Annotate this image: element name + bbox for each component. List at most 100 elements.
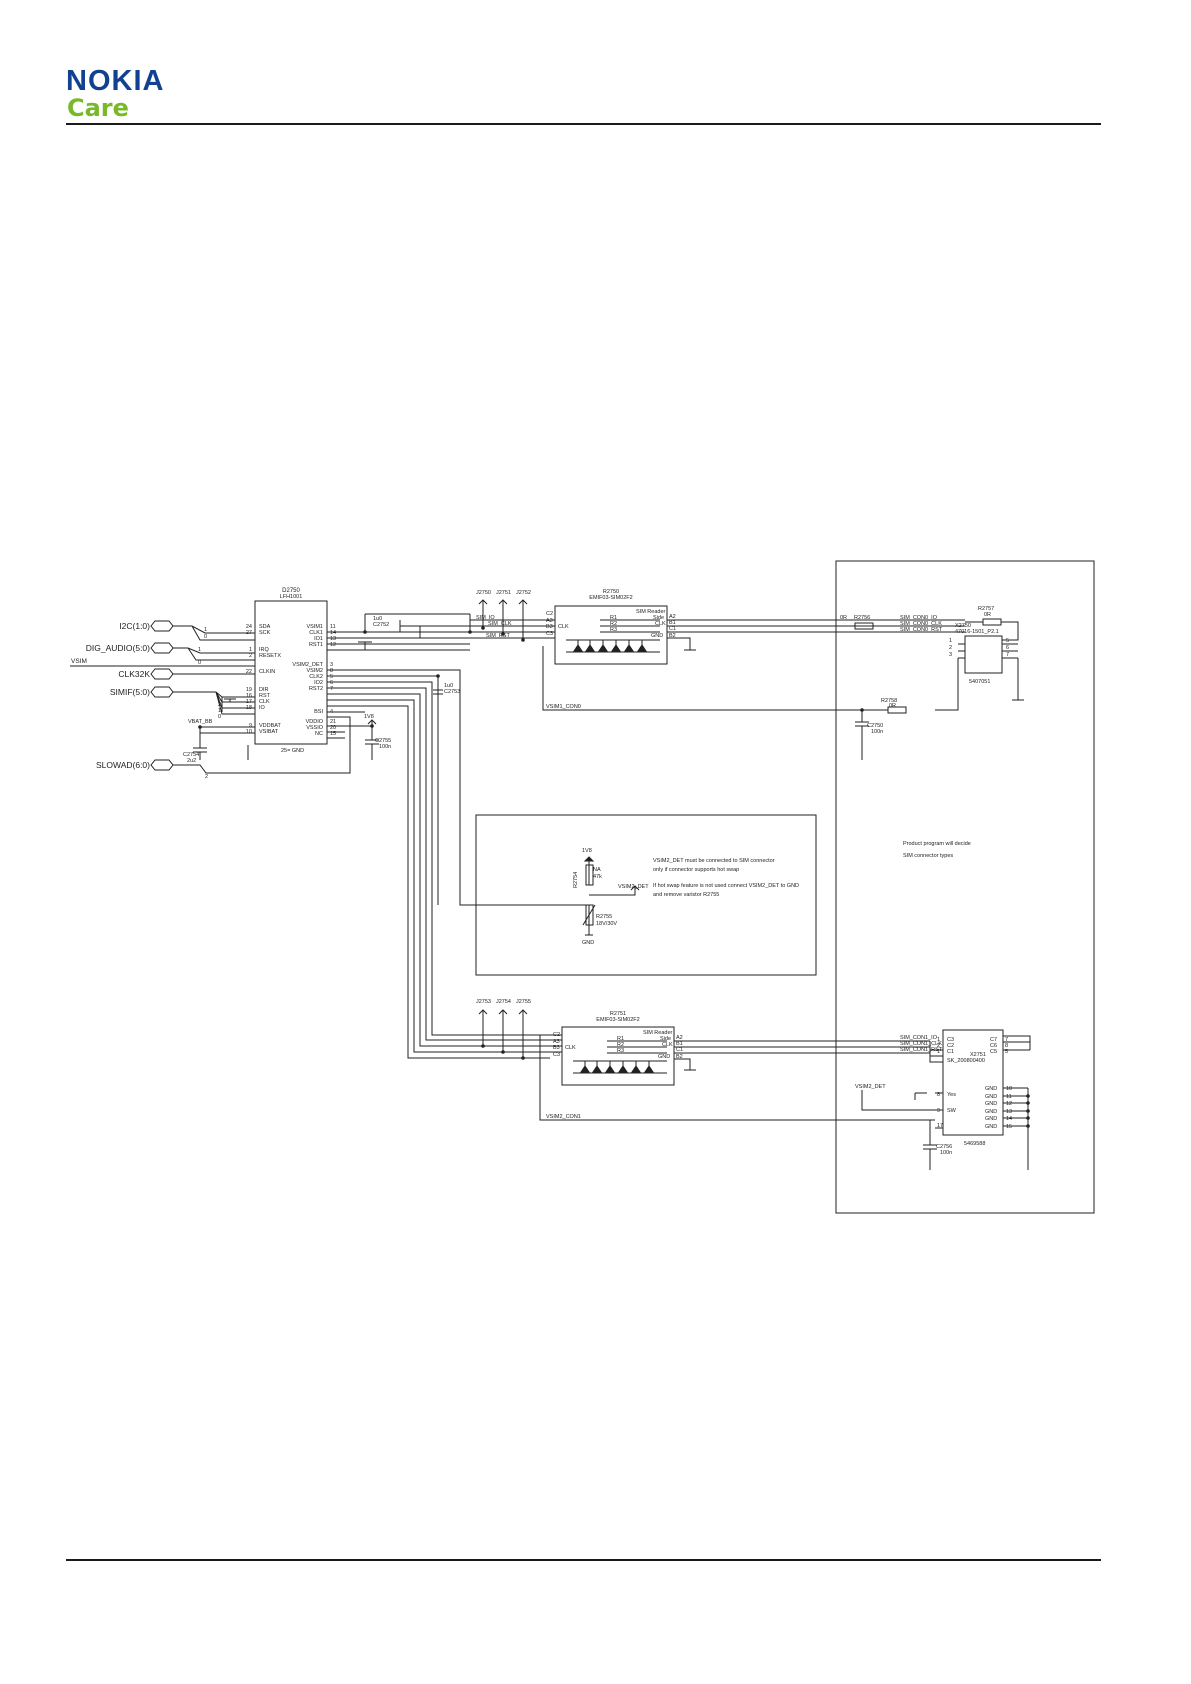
x2750-part: 47016-1501_P2.1	[955, 629, 999, 635]
capacitor-labels: 1u0 C2752 1u0 C2753 C2754 2u2 C2755 100n…	[183, 616, 952, 1156]
c2754-value: 2u2	[187, 758, 196, 764]
r2750-body	[554, 605, 668, 665]
d2750-pin-name: SCK	[259, 630, 271, 636]
x2751-gnd-name: GND	[985, 1101, 997, 1107]
connector-region-frame	[835, 560, 1095, 1214]
c2755-ref: C2755	[375, 738, 391, 744]
d2750-pin-name: CLK1	[309, 630, 323, 636]
note-line: If hot swap feature is not used connect …	[653, 883, 799, 889]
note-box-frame	[475, 814, 817, 976]
jumpers-bottom: J2753 J2754 J2755	[476, 999, 531, 1005]
r2751-pin: B2	[676, 1054, 683, 1060]
r2751-side: SIM Reader	[643, 1030, 673, 1036]
r2751-pin: C1	[676, 1047, 683, 1053]
d2750-pin-number: 27	[246, 630, 252, 636]
r2751-pin: B3	[553, 1045, 560, 1051]
port-shapes	[150, 620, 174, 771]
c2754-ref: C2754	[183, 752, 199, 758]
r2751-pin: C3	[553, 1052, 560, 1058]
jumpers-top: J2750 J2751 J2752	[476, 590, 531, 596]
r2750-side: Side	[653, 615, 664, 621]
r2750-clk: CLK	[558, 624, 569, 630]
junction-dots	[198, 626, 1030, 1128]
r2750-pin: A3	[546, 618, 553, 624]
note-rail: 1V8	[582, 848, 592, 854]
r2755-val: 18V/30V	[596, 921, 617, 927]
d2750-pin-name: NC	[315, 731, 323, 737]
bus-index: 0	[204, 634, 207, 640]
brand-tagline: Care	[67, 94, 129, 122]
d2750-pin-name: IO2	[314, 680, 323, 686]
header-rule	[66, 123, 1101, 125]
c2753-ref: C2753	[444, 689, 460, 695]
c2750-value: 100n	[871, 729, 883, 735]
x2751-pin-name: C3	[947, 1037, 954, 1043]
x2751-pin-name: C1	[947, 1049, 954, 1055]
port-slowad: SLOWAD(6:0)	[96, 760, 150, 770]
d2750-pin-name: VSIM2_DET	[292, 662, 323, 668]
r2758-ref: R2758	[881, 698, 897, 704]
r2750-r: R1	[610, 615, 617, 621]
d2750-pin-number: 20	[330, 725, 336, 731]
jumper-label: J2753	[476, 999, 491, 1005]
r2756-ref: R2756	[854, 615, 870, 621]
d2750-pin-number: 13	[330, 636, 336, 642]
d2750-pin-name: BSI	[314, 709, 323, 715]
d2750-pin-name: CLKIN	[259, 669, 275, 675]
vbat-bb-label: VBAT_BB	[188, 719, 213, 725]
d2750-pin-name: IO	[259, 705, 266, 711]
r2750-gnd: GND	[651, 633, 663, 639]
d2750-pin-number: 5	[330, 674, 333, 680]
d2750-pin-number: 11	[330, 624, 336, 630]
x2751-pin-name: C5	[990, 1049, 997, 1055]
d2750-pin-number: 19	[246, 687, 252, 693]
x2751-pin-number: 11	[1006, 1094, 1012, 1100]
d2750-pin-name: CLK	[259, 699, 270, 705]
d2750-pin-name: IO1	[314, 636, 323, 642]
r2750-pin: A2	[669, 614, 676, 620]
r2751-diodes	[573, 1040, 667, 1074]
bus-index: 0	[198, 660, 201, 666]
nets-top: SIM_IO SIM_CLK SIM_RST	[476, 615, 512, 639]
x2751-pin-name: C2	[947, 1043, 954, 1049]
x2751-pin-number: 7	[1005, 1037, 1008, 1043]
x2751-pin: SW	[947, 1108, 957, 1114]
c2750-ref: C2750	[867, 723, 883, 729]
con0-net: SIM_CON0_IO	[900, 615, 938, 621]
x2751-pin-number: 1	[937, 1037, 940, 1043]
r2751-r: R2	[617, 1042, 624, 1048]
x2751-pin-number: 8	[1005, 1043, 1008, 1049]
d2750-pin-name: VSIBAT	[259, 729, 279, 735]
r2751-side: Side	[660, 1036, 671, 1042]
con1-net: SIM_CON1_IO	[900, 1035, 938, 1041]
c2756-value: 100n	[940, 1150, 952, 1156]
r2750-labels: R2750 EMIF03-SIM02F2 SIM Reader Side C2 …	[546, 589, 676, 639]
x2751-pin-name: C6	[990, 1043, 997, 1049]
net-label: SIM_RST	[486, 633, 510, 639]
x2750-pin: 1	[949, 638, 952, 644]
d2750-pin-name: RESETX	[259, 653, 281, 659]
d2750-pin-number: 8	[330, 668, 333, 674]
program-note-line: Product program will decide	[903, 841, 971, 847]
r2751-pin: A3	[553, 1039, 560, 1045]
bus-index: 1	[198, 647, 201, 653]
x2751-pin-number: 10	[1006, 1086, 1012, 1092]
d2750-pin-name: VDDBAT	[259, 723, 282, 729]
x2750-pin: 2	[949, 645, 952, 651]
r2750-pin: C2	[546, 611, 553, 617]
d2750-pin-name: RST	[259, 693, 271, 699]
r2754-val: NA	[593, 867, 601, 873]
d2750-pin-number: 22	[246, 669, 252, 675]
r2751-pin: A2	[676, 1035, 683, 1041]
r2750-pin: C3	[546, 631, 553, 637]
r2751-gnd: GND	[658, 1054, 670, 1060]
con0-net: SIM_CON0_CLK	[900, 621, 942, 627]
r2750-pin: B3	[546, 624, 553, 630]
x2751-ref: X2751	[970, 1052, 986, 1058]
r2751-labels: R2751 EMIF03-SIM02F2 SIM Reader Side C2 …	[553, 1011, 683, 1060]
d2750-ref: D2750	[282, 588, 300, 594]
